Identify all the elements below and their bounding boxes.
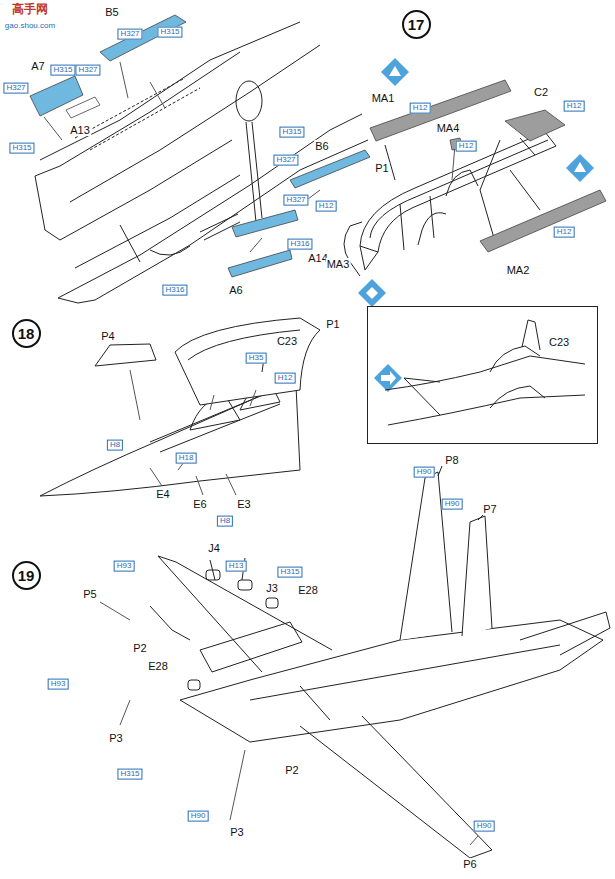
paint-code: H327 (3, 83, 28, 94)
paint-code: H315 (279, 127, 304, 138)
part-number: P4 (100, 330, 115, 342)
paint-code: H13 (226, 561, 247, 572)
step-text: C23 (548, 336, 570, 348)
part-number: E28 (147, 660, 169, 672)
paint-code: H35 (246, 353, 267, 364)
part-number: P8 (444, 454, 459, 466)
paint-code: H327 (117, 29, 142, 40)
part-number: MA4 (436, 122, 461, 134)
step-text: 17 (408, 16, 425, 33)
paint-code: H12 (410, 103, 431, 114)
inset-frame: C23 (367, 306, 598, 444)
part-number: B6 (314, 140, 329, 152)
part-number: J4 (207, 542, 221, 554)
paint-code: H12 (456, 141, 477, 152)
paint-code: H315 (117, 769, 142, 780)
paint-code: H90 (474, 821, 495, 832)
part-number: B5 (104, 6, 119, 18)
paint-code: H90 (414, 467, 435, 478)
step-number: 17 (402, 10, 431, 39)
paint-code: H316 (162, 285, 187, 296)
paint-code: H12 (316, 201, 337, 212)
paint-code: H18 (176, 453, 197, 464)
paint-code: H327 (273, 155, 298, 166)
paint-code: H315 (157, 27, 182, 38)
watermark-url: gao.shou.com (4, 22, 56, 31)
paint-code: H8 (107, 440, 123, 451)
step-number: 19 (12, 561, 41, 590)
part-number: E4 (155, 488, 170, 500)
paint-code: H315 (50, 65, 75, 76)
paint-code: H93 (48, 679, 69, 690)
paint-code: H8 (217, 516, 233, 527)
paint-code: H90 (188, 811, 209, 822)
part-number: E28 (297, 584, 319, 596)
watermark: 高手网 (11, 3, 49, 16)
part-number: C2 (533, 86, 549, 98)
paint-code: H316 (287, 239, 312, 250)
part-number: P3 (229, 826, 244, 838)
step-text: 19 (18, 567, 35, 584)
paint-code: H315 (277, 567, 302, 578)
paint-code: H93 (114, 561, 135, 572)
part-number: E3 (236, 498, 251, 510)
paint-code: H90 (442, 499, 463, 510)
part-number: C23 (276, 335, 298, 347)
part-number: P1 (325, 318, 340, 330)
step-text: 18 (18, 325, 35, 342)
part-number: P2 (132, 642, 147, 654)
part-number: P5 (82, 588, 97, 600)
part-number: P2 (284, 764, 299, 776)
part-number: P3 (108, 732, 123, 744)
paint-code: H327 (283, 195, 308, 206)
part-number: E6 (192, 498, 207, 510)
part-number: P1 (374, 162, 389, 174)
paint-code: H315 (9, 143, 34, 154)
part-number: MA2 (506, 264, 531, 276)
part-number: J3 (265, 582, 279, 594)
part-number: MA3 (326, 258, 351, 270)
part-number: A13 (69, 124, 91, 136)
part-number: A7 (30, 60, 45, 72)
part-number: P6 (462, 858, 477, 870)
part-number: P7 (482, 503, 497, 515)
paint-code: H12 (275, 373, 296, 384)
part-number: MA1 (371, 92, 396, 104)
paint-code: H327 (75, 65, 100, 76)
paint-code: H12 (554, 227, 575, 238)
step-number: 18 (12, 319, 41, 348)
paint-code: H12 (564, 101, 585, 112)
part-number: A6 (228, 284, 243, 296)
